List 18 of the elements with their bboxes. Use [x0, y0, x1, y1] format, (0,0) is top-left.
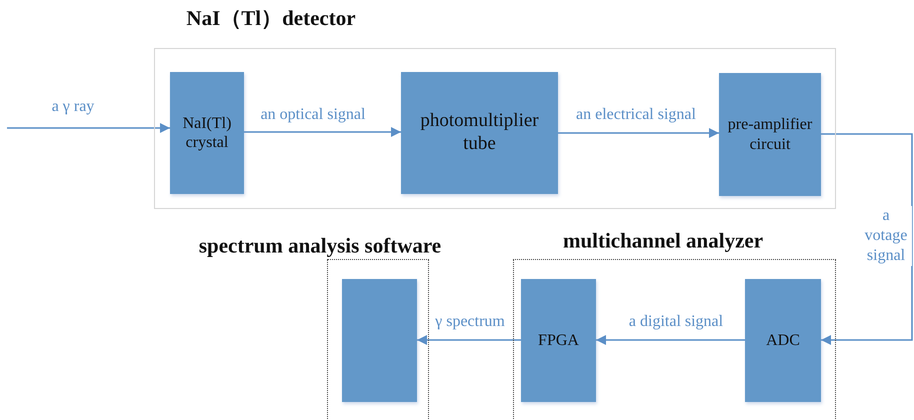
arrow	[558, 128, 719, 138]
arrow	[417, 335, 521, 345]
arrow	[244, 127, 401, 137]
edge-label: an optical signal	[260, 105, 366, 125]
group-title: spectrum analysis software	[198, 234, 442, 258]
group-title: NaI（Tl）detector	[186, 5, 356, 32]
block-box: NaI(Tl) crystal	[170, 72, 244, 194]
arrow	[596, 335, 745, 345]
edge-label: an electrical signal	[575, 105, 697, 125]
block-box: FPGA	[521, 279, 596, 402]
block-box: photomultiplier tube	[401, 72, 558, 194]
block-box	[342, 279, 417, 402]
arrow	[7, 123, 170, 133]
block-box: pre-amplifier circuit	[719, 73, 821, 196]
group-title: multichannel analyzer	[562, 228, 764, 254]
arrow	[821, 133, 913, 345]
edge-label: a digital signal	[628, 312, 724, 332]
block-box: ADC	[745, 279, 821, 402]
